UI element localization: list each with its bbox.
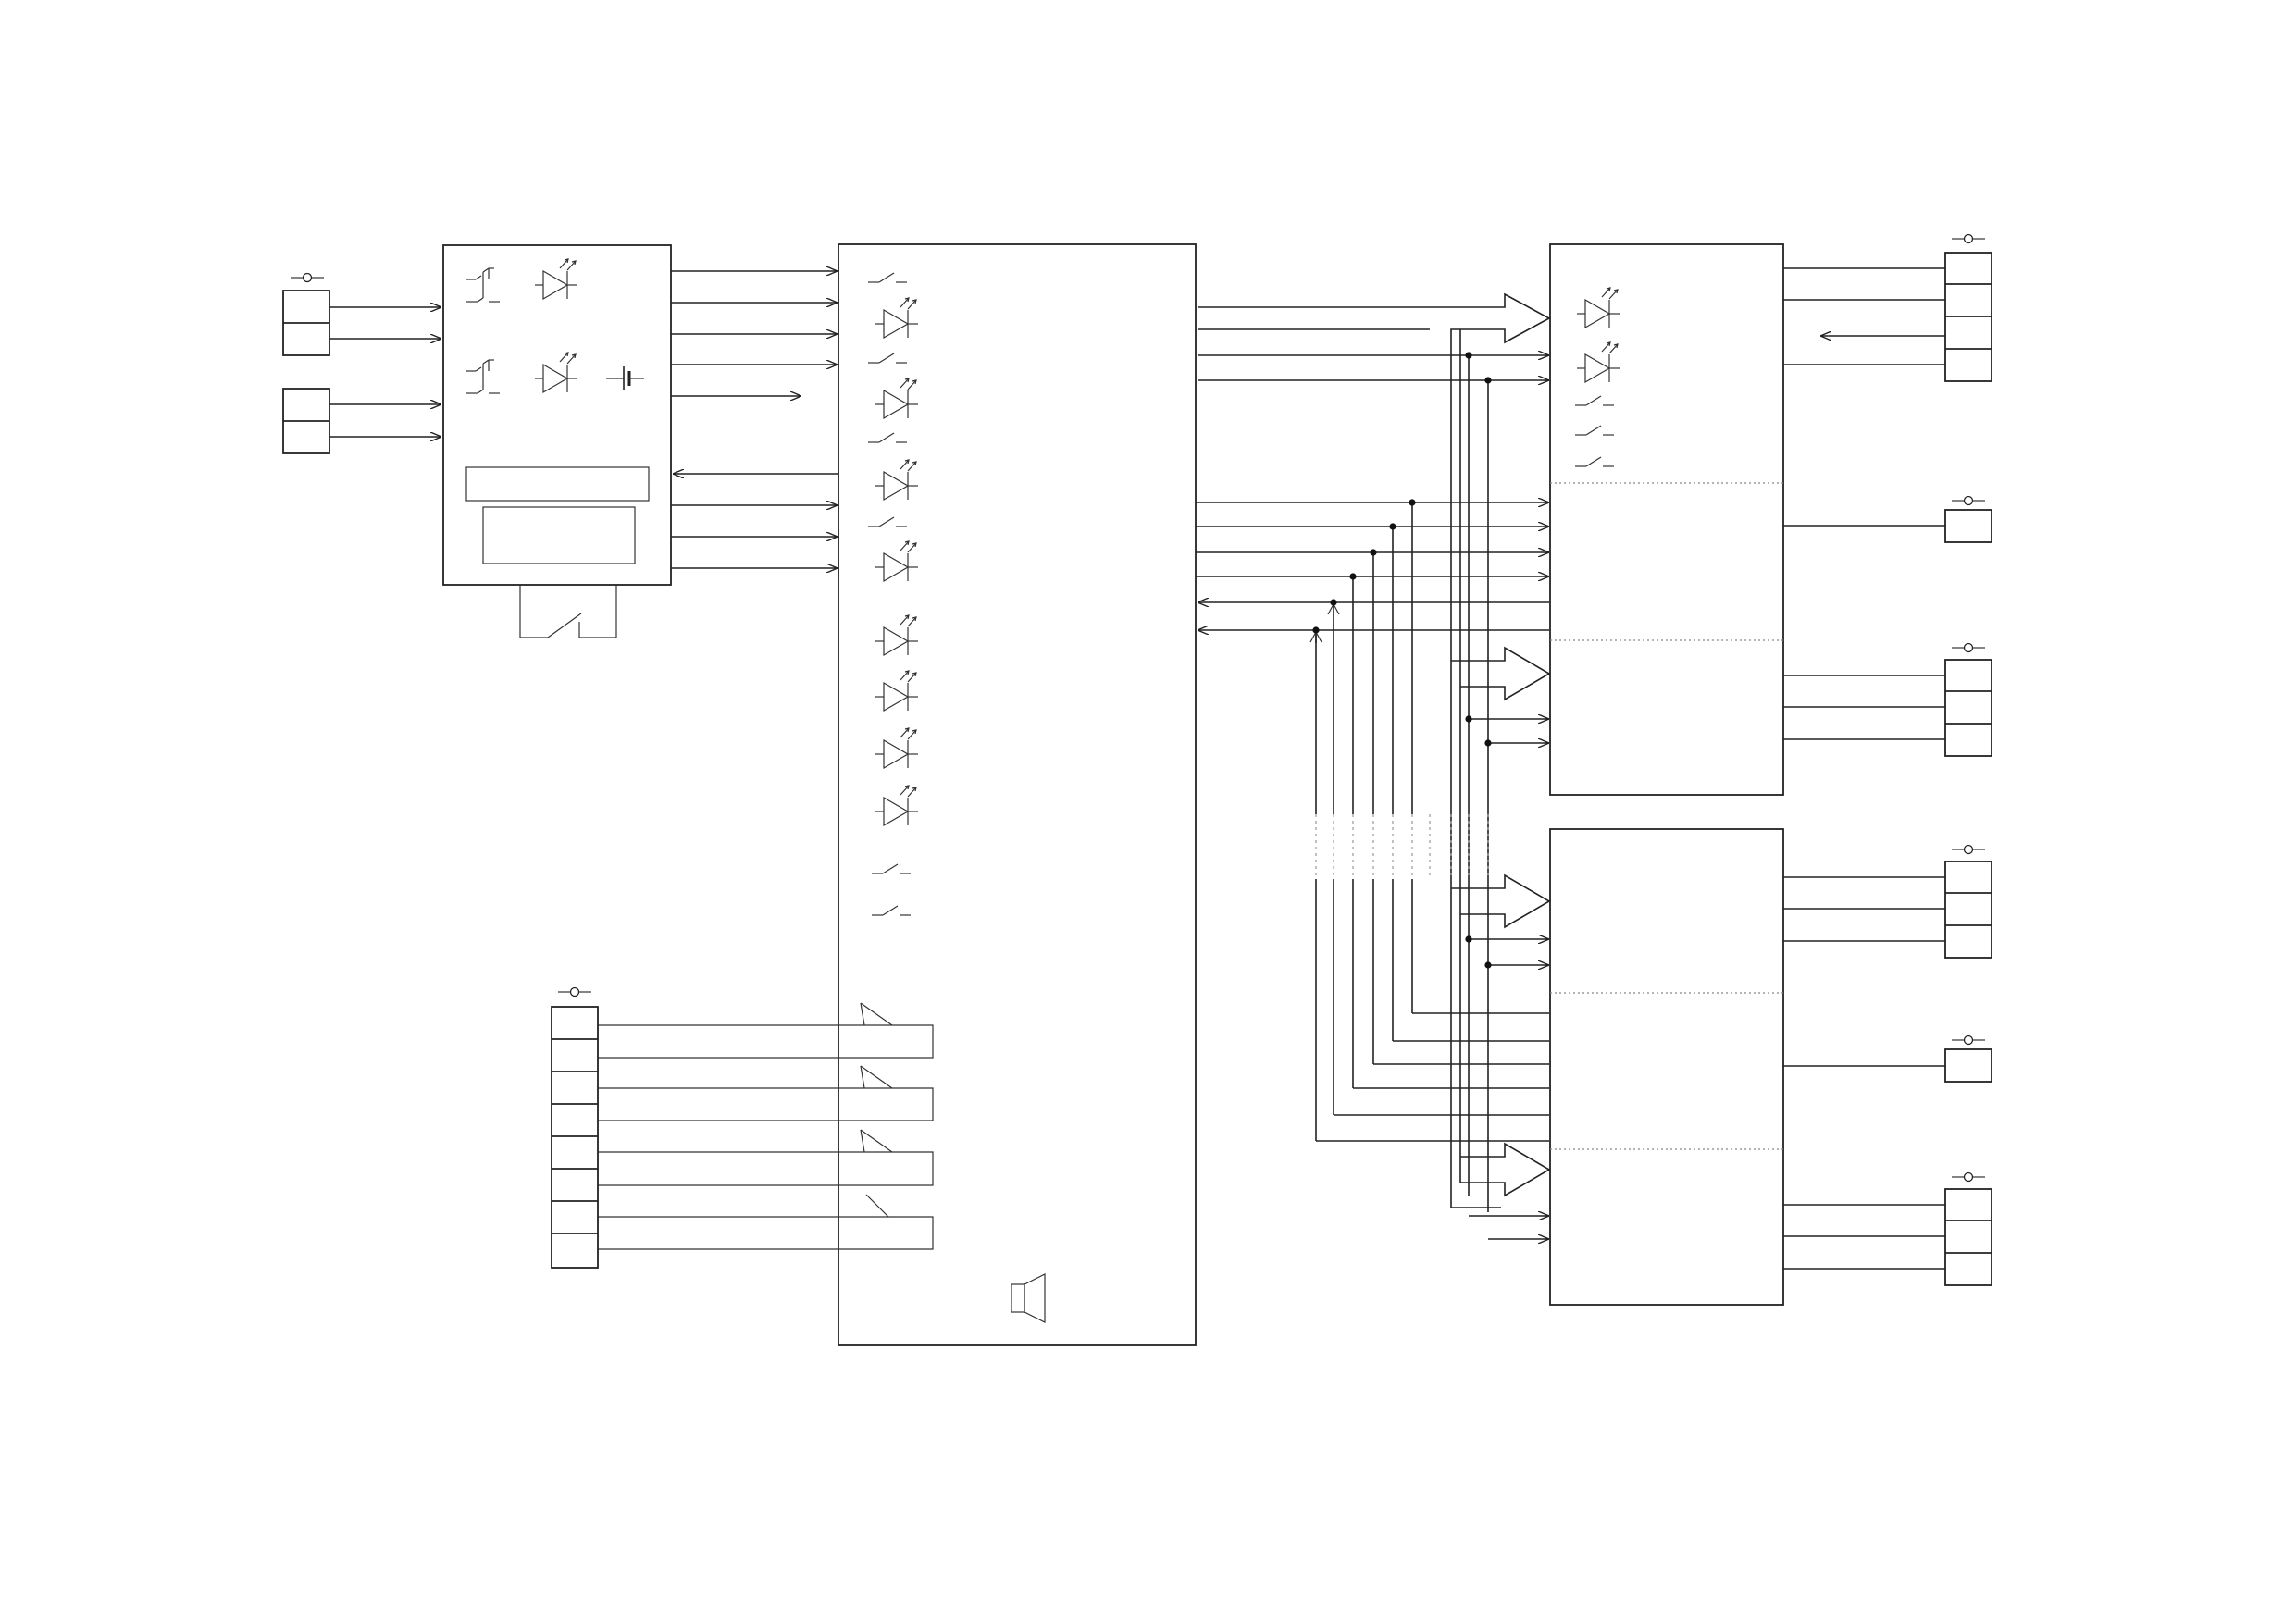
terminal-block-out-4 (1783, 844, 1992, 959)
battery-icon (606, 366, 644, 390)
terminal-block-out-5 (1783, 1035, 1992, 1083)
module-to-controller-bus (671, 271, 838, 568)
input-wires-left (329, 307, 441, 437)
optocoupler-icon (465, 267, 501, 303)
led-icon (875, 459, 919, 501)
terminal-block-out-2 (1783, 495, 1992, 543)
switch-icon (867, 353, 908, 364)
module-label-area (482, 506, 636, 564)
controller-bus-right (1196, 292, 1551, 1212)
led-icon (875, 297, 919, 339)
led-icon (534, 258, 578, 300)
module-display-panel (465, 466, 650, 502)
optocoupler-icon (465, 359, 501, 394)
switch-icon (867, 516, 908, 527)
led-icon (1576, 287, 1620, 328)
interface-module (442, 244, 672, 638)
led-icon (875, 727, 919, 769)
led-icon (875, 614, 919, 656)
expansion-module-bottom (1549, 828, 1784, 1306)
led-icon (1576, 341, 1620, 383)
led-icon (875, 670, 919, 712)
terminal-block-in-2 (282, 388, 330, 454)
tamper-switch-icon (519, 585, 617, 638)
terminal-block-out-1 (1783, 233, 1992, 382)
relay-contacts (598, 1002, 934, 1250)
switch-icon (1574, 425, 1615, 436)
switch-icon (1574, 456, 1615, 467)
switch-icon (871, 863, 912, 874)
switch-icon (1574, 395, 1615, 406)
junction-dots (1312, 352, 1492, 969)
vertical-bus-risers (1309, 502, 1549, 1142)
led-icon (875, 378, 919, 419)
switch-icon (867, 432, 908, 443)
expansion-module-top (1549, 243, 1784, 796)
led-icon (875, 540, 919, 582)
top-module-feeds (1451, 355, 1551, 743)
speaker-icon (1011, 1273, 1046, 1323)
relay-output-terminal (551, 986, 599, 1269)
terminal-block-out-3 (1783, 642, 1992, 757)
main-controller (598, 243, 1197, 1346)
bottom-module-feeds (1451, 329, 1551, 1239)
led-icon (534, 352, 578, 393)
switch-icon (871, 905, 912, 916)
led-icon (875, 785, 919, 826)
terminal-block-in-1 (282, 272, 330, 356)
terminal-block-out-6 (1783, 1171, 1992, 1286)
switch-icon (867, 272, 908, 283)
